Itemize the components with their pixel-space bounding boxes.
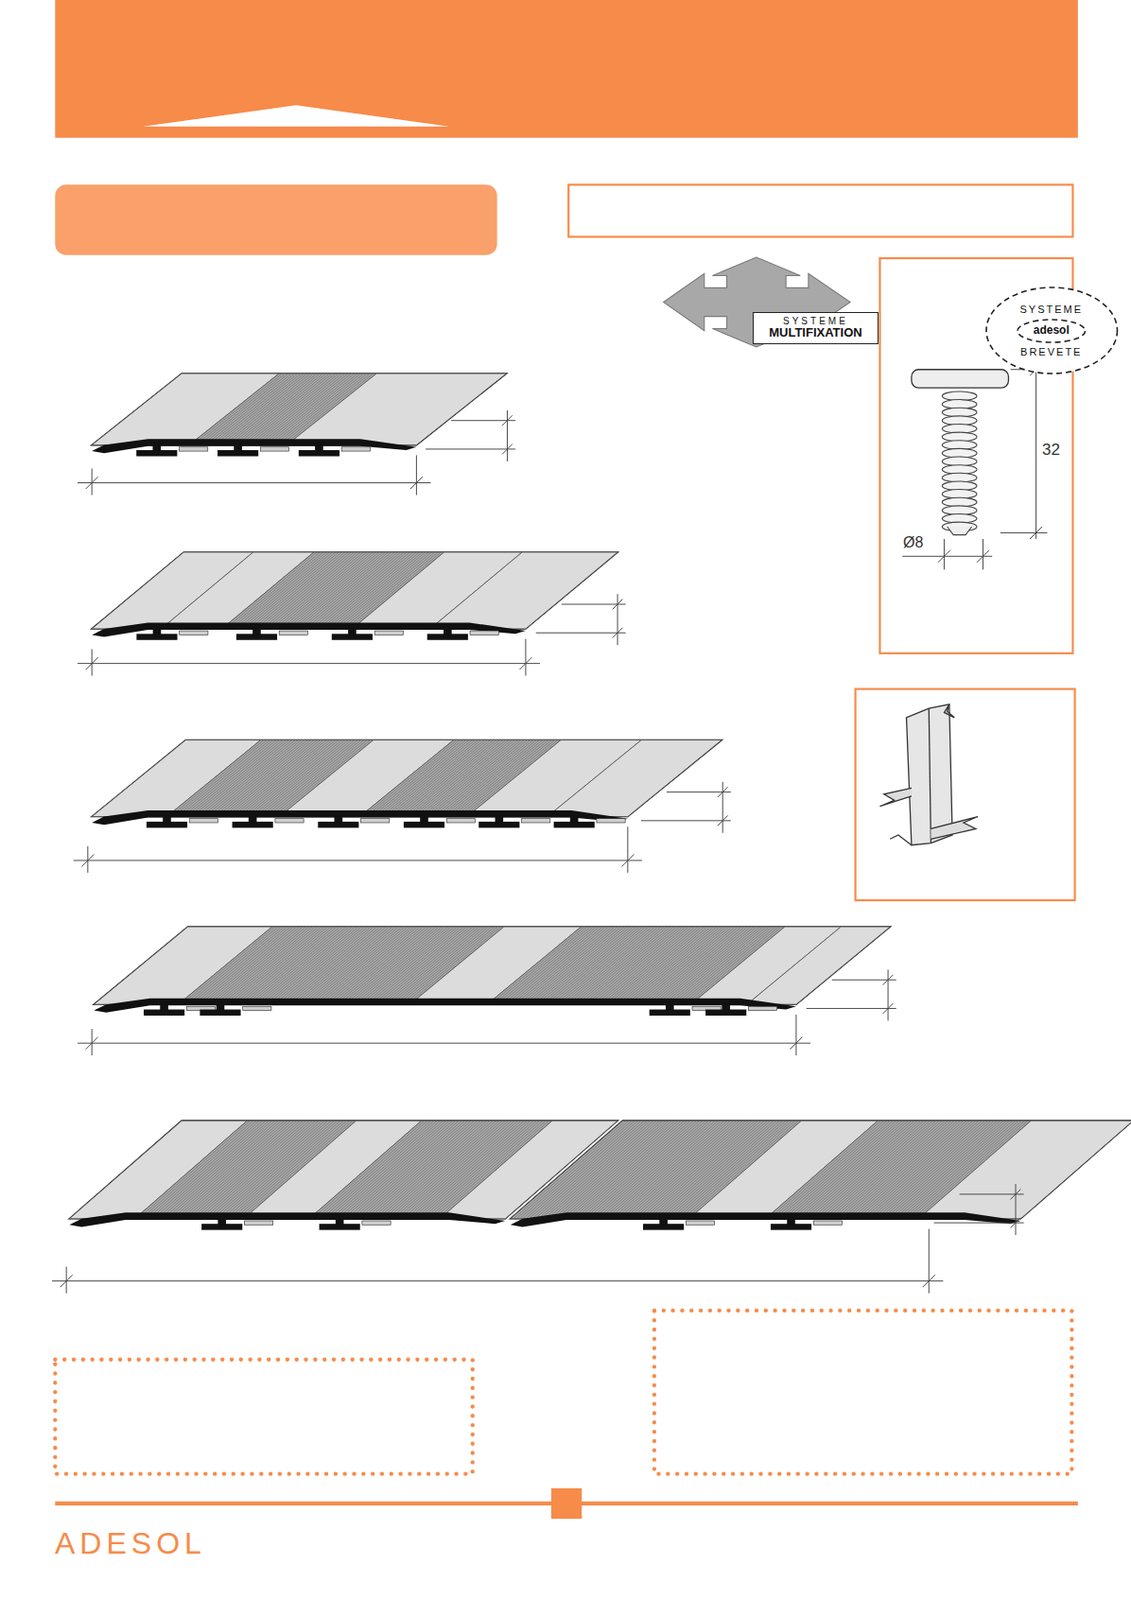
profile-dimensions xyxy=(77,410,516,496)
clip-drawing xyxy=(879,704,978,846)
stamp-oval: adesol xyxy=(1015,317,1088,345)
profile-dimensions xyxy=(77,969,897,1056)
profile-dimensions xyxy=(73,782,731,873)
dashed-ellipse xyxy=(1017,319,1086,343)
threshold-profile xyxy=(69,1120,1131,1230)
note-box xyxy=(54,1359,472,1475)
profile-dimensions xyxy=(52,1183,1025,1293)
header-triangle xyxy=(142,104,450,127)
dashed-ellipse xyxy=(986,287,1117,374)
note-box xyxy=(654,1310,1072,1475)
node-text: MULTIFIXATION xyxy=(768,326,862,341)
screw-dimensions xyxy=(902,363,1047,570)
screw-drawing xyxy=(911,369,1010,536)
threshold-profile xyxy=(91,373,506,456)
profile-dimensions xyxy=(77,593,627,676)
logo-label-box: SYSTEMEMULTIFIXATION xyxy=(752,312,880,345)
clip-panel xyxy=(855,689,1076,901)
node-text: BREVETE xyxy=(1020,346,1082,359)
threshold-profile xyxy=(93,926,890,1016)
page-marker xyxy=(551,1488,582,1519)
node-text: adesol xyxy=(1033,324,1070,338)
threshold-profile xyxy=(91,740,722,829)
subtitle-frame xyxy=(568,184,1073,237)
brand-logo: ADESOL xyxy=(54,1527,207,1561)
stamp-oval: SYSTEME adesolBREVETE xyxy=(984,285,1119,376)
dimension-label: Ø8 xyxy=(903,534,923,552)
art-group xyxy=(52,0,1131,1519)
node-text: SYSTEME xyxy=(1019,303,1083,316)
header-band xyxy=(54,0,1079,139)
node-text: SYSTEME xyxy=(783,315,849,328)
threshold-profile xyxy=(91,552,618,641)
dimension-label: 32 xyxy=(1042,441,1061,460)
title-panel xyxy=(54,184,497,255)
